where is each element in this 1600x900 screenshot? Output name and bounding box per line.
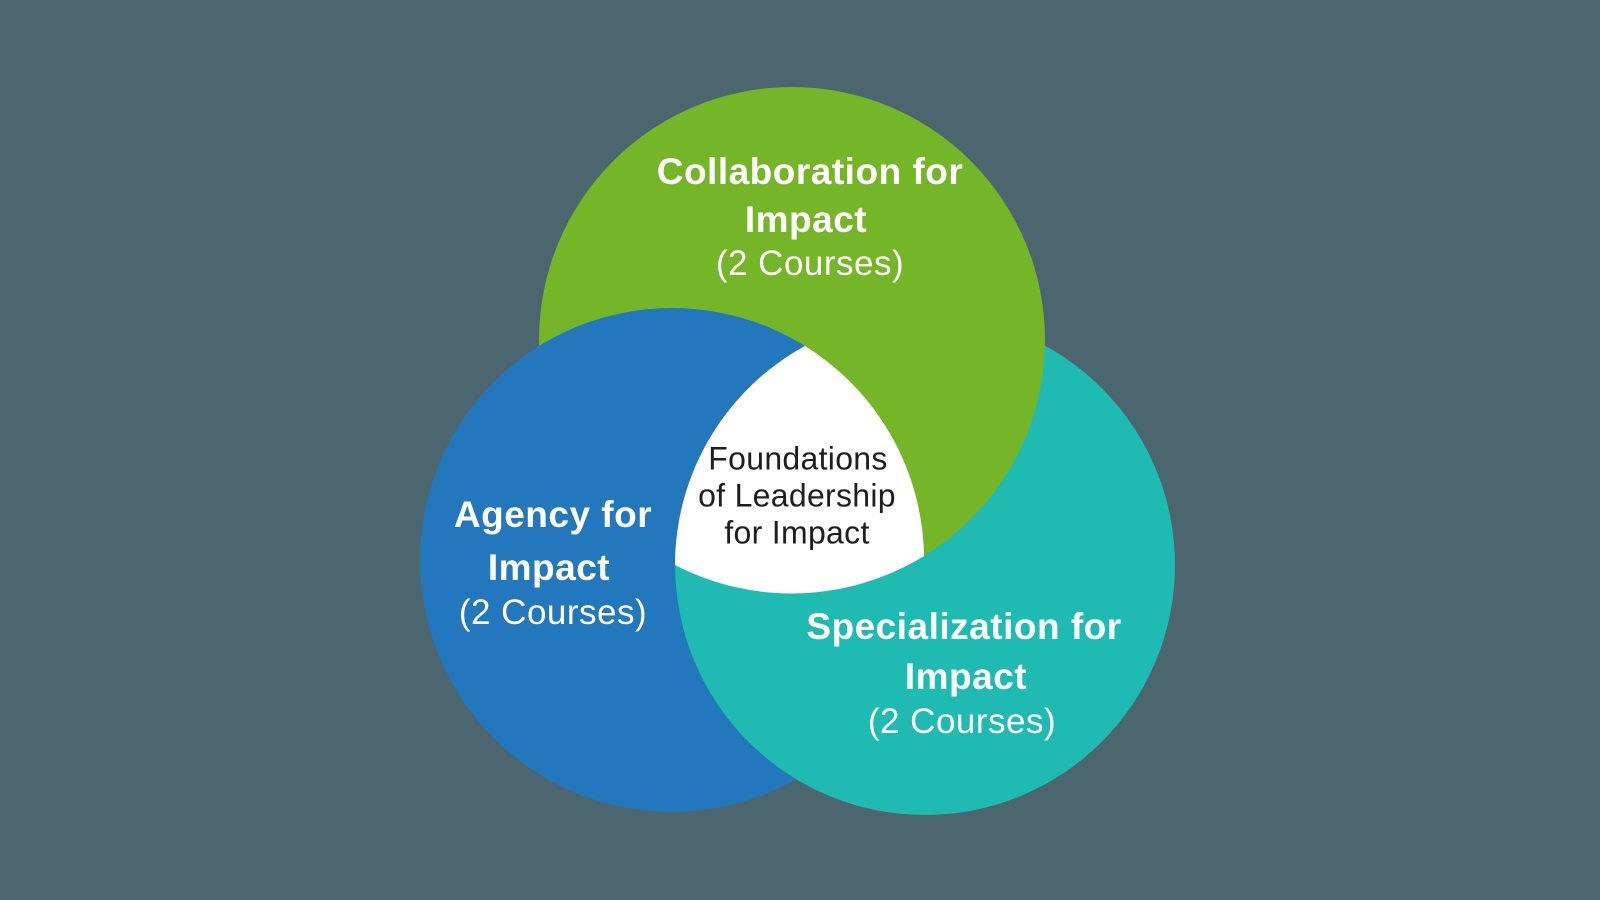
agency-label-line1: Agency for bbox=[453, 494, 653, 535]
center-label-line2: of Leadership bbox=[698, 477, 896, 514]
specialization-sub-label: (2 Courses) bbox=[867, 702, 1057, 741]
agency-label-line2: Impact bbox=[487, 547, 611, 588]
specialization-label-line1: Specialization for bbox=[806, 606, 1122, 647]
center-label-line1: Foundations bbox=[708, 440, 888, 477]
collaboration-label-line1: Collaboration for bbox=[656, 151, 964, 192]
agency-sub-label: (2 Courses) bbox=[458, 593, 648, 632]
collaboration-sub-label: (2 Courses) bbox=[715, 244, 905, 283]
center-label-line3: for Impact bbox=[724, 514, 870, 551]
collaboration-label-line2: Impact bbox=[744, 199, 868, 240]
specialization-label-line2: Impact bbox=[904, 656, 1028, 697]
center-overlap-shape bbox=[675, 346, 924, 594]
